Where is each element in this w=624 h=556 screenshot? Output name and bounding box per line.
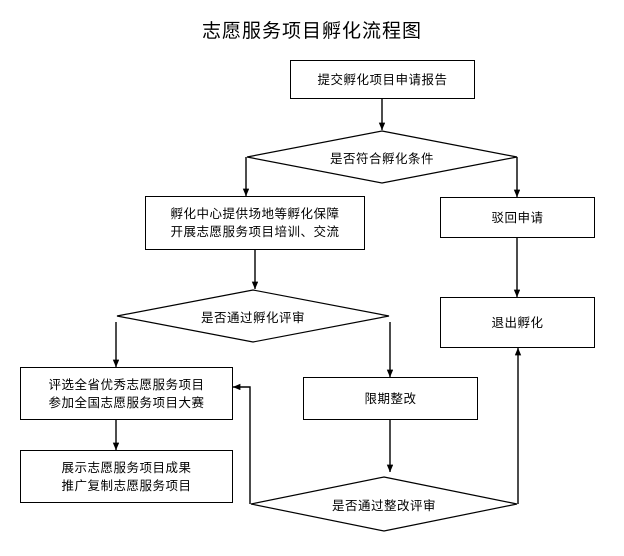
node-label-line1: 展示志愿服务项目成果 xyxy=(61,460,192,475)
node-label-line1: 孵化中心提供场地等孵化保障 xyxy=(170,207,340,221)
edge-rectify-review-to-select xyxy=(232,383,251,504)
node-label: 限期整改 xyxy=(364,391,417,406)
diamond-shape xyxy=(246,130,518,184)
node-label: 退出孵化 xyxy=(491,315,544,330)
node-label: 提交孵化项目申请报告 xyxy=(317,72,448,87)
node-check-incubation-review[interactable]: 是否通过孵化评审 xyxy=(116,289,390,343)
node-label-line2: 开展志愿服务项目培训、交流 xyxy=(170,225,340,239)
node-incubation-support[interactable]: 孵化中心提供场地等孵化保障 开展志愿服务项目培训、交流 xyxy=(145,196,365,250)
page-title: 志愿服务项目孵化流程图 xyxy=(201,21,422,42)
node-check-rectify-review[interactable]: 是否通过整改评审 xyxy=(250,476,518,532)
node-submit-application[interactable]: 提交孵化项目申请报告 xyxy=(290,60,475,99)
node-label: 是否通过整改评审 xyxy=(331,498,436,513)
node-exit-incubation[interactable]: 退出孵化 xyxy=(440,297,595,348)
node-label-line2: 参加全国志愿服务项目大赛 xyxy=(48,395,205,410)
node-label: 是否符合孵化条件 xyxy=(329,151,434,166)
node-label: 驳回申请 xyxy=(491,210,544,225)
diamond-shape xyxy=(250,476,518,532)
node-reject-application[interactable]: 驳回申请 xyxy=(440,197,595,238)
node-label: 是否通过孵化评审 xyxy=(200,310,305,325)
node-rectify-within-deadline[interactable]: 限期整改 xyxy=(303,377,478,420)
node-label-line1: 评选全省优秀志愿服务项目 xyxy=(48,377,205,392)
node-select-excellent-projects[interactable]: 评选全省优秀志愿服务项目 参加全国志愿服务项目大赛 xyxy=(20,367,233,420)
node-label-line2: 推广复制志愿服务项目 xyxy=(61,478,192,493)
node-showcase-results[interactable]: 展示志愿服务项目成果 推广复制志愿服务项目 xyxy=(20,450,233,503)
diamond-shape xyxy=(116,289,390,343)
node-check-incubation-condition[interactable]: 是否符合孵化条件 xyxy=(246,130,518,184)
